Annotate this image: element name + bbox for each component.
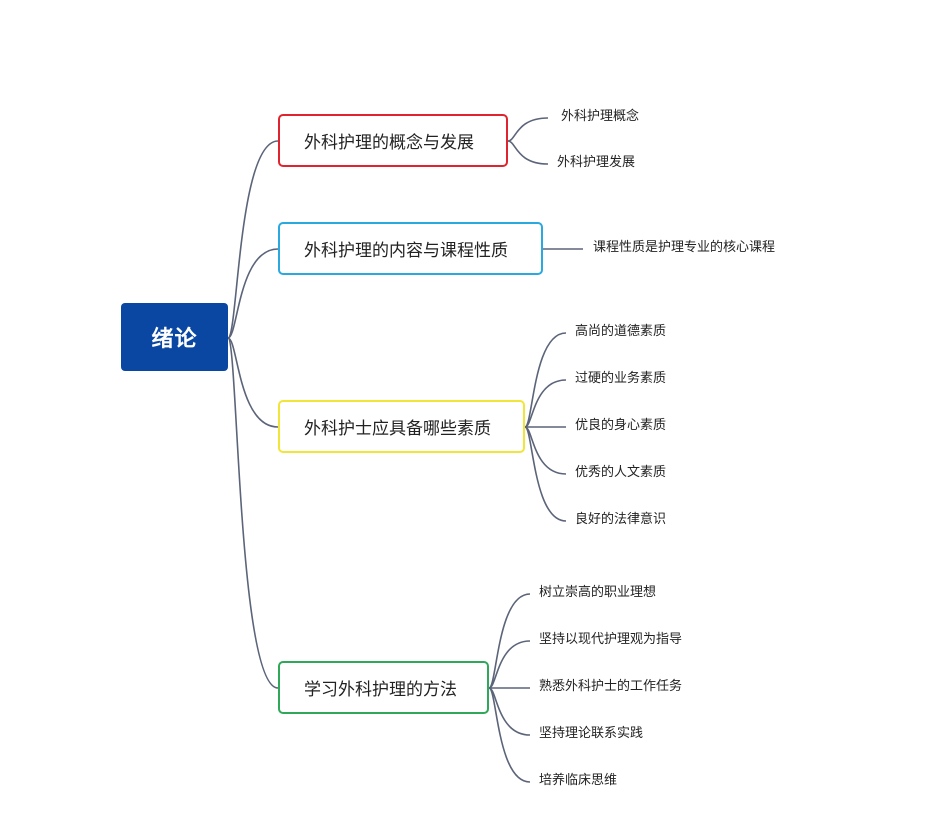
connector-branch-2-leaf-0 bbox=[524, 332, 567, 428]
leaf-topic[interactable]: 熟悉外科护士的工作任务 bbox=[539, 679, 683, 694]
leaf-topic[interactable]: 培养临床思维 bbox=[539, 773, 618, 788]
connector-branch-0-leaf-1 bbox=[507, 140, 549, 165]
leaf-topic[interactable]: 坚持以现代护理观为指导 bbox=[539, 632, 683, 647]
connector-root-branch-3 bbox=[227, 337, 279, 689]
connector-branch-2-leaf-4 bbox=[524, 426, 567, 522]
connector-root-branch-1 bbox=[227, 248, 279, 339]
leaf-topic[interactable]: 课程性质是护理专业的核心课程 bbox=[593, 240, 776, 255]
connector-branch-3-leaf-1 bbox=[488, 640, 531, 689]
connector-branch-3-leaf-0 bbox=[488, 593, 531, 689]
leaf-topic[interactable]: 优良的身心素质 bbox=[575, 418, 667, 433]
connector-branch-2-leaf-1 bbox=[524, 379, 567, 428]
leaf-topic[interactable]: 外科护理发展 bbox=[557, 155, 636, 170]
root-topic[interactable]: 绪论 bbox=[121, 303, 228, 371]
leaf-topic[interactable]: 坚持理论联系实践 bbox=[539, 726, 644, 741]
leaf-topic[interactable]: 外科护理概念 bbox=[561, 109, 640, 124]
connector-root-branch-2 bbox=[227, 337, 279, 428]
leaf-topic[interactable]: 良好的法律意识 bbox=[575, 512, 667, 527]
branch-topic-learning-methods[interactable]: 学习外科护理的方法 bbox=[278, 661, 489, 714]
leaf-topic[interactable]: 过硬的业务素质 bbox=[575, 371, 667, 386]
leaf-topic[interactable]: 优秀的人文素质 bbox=[575, 465, 667, 480]
leaf-topic[interactable]: 树立崇高的职业理想 bbox=[539, 585, 657, 600]
connector-branch-0-leaf-0 bbox=[507, 117, 549, 142]
connector-branch-3-leaf-4 bbox=[488, 687, 531, 783]
branch-topic-concept-development[interactable]: 外科护理的概念与发展 bbox=[278, 114, 508, 167]
branch-topic-nurse-qualities[interactable]: 外科护士应具备哪些素质 bbox=[278, 400, 525, 453]
connector-root-branch-0 bbox=[227, 140, 279, 339]
branch-topic-content-course-nature[interactable]: 外科护理的内容与课程性质 bbox=[278, 222, 543, 275]
leaf-topic[interactable]: 高尚的道德素质 bbox=[575, 324, 667, 339]
